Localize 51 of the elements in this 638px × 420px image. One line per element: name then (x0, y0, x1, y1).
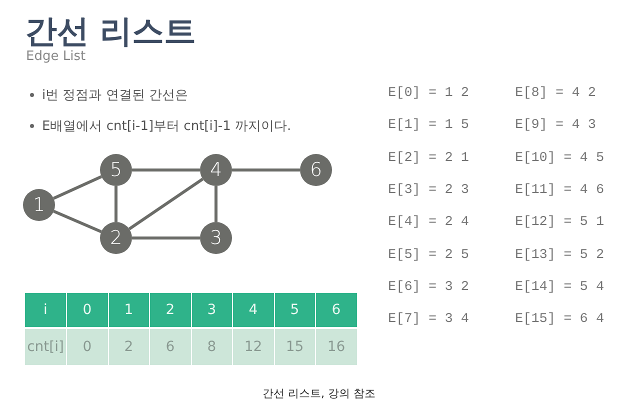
edge-entry: E[3] = 2 3 (388, 182, 470, 198)
table-header-cell: 0 (67, 293, 108, 328)
edge-entry: E[11] = 4 6 (515, 182, 604, 198)
edge-entry: E[2] = 2 1 (388, 150, 470, 166)
edge-entry: E[9] = 4 3 (515, 118, 596, 134)
graph-edge (132, 236, 200, 240)
table-header-cell: 4 (233, 293, 274, 328)
table-cell: 12 (233, 329, 274, 365)
caption: 간선 리스트, 강의 참조 (262, 386, 376, 401)
vertex-circle: 4 (200, 154, 232, 186)
graph-edge (132, 168, 200, 172)
table-header-cell: i (25, 293, 67, 328)
graph-edge (52, 175, 102, 200)
table-cell: 6 (150, 329, 192, 365)
edge-entry: E[1] = 1 5 (388, 118, 470, 134)
table-cell: 8 (192, 329, 233, 365)
table-header-cell: 5 (274, 293, 316, 328)
vertex-circle: 6 (300, 154, 332, 186)
table-header-cell: 2 (150, 293, 192, 328)
edge-entry: E[5] = 2 5 (388, 248, 470, 262)
table-cell: 2 (108, 329, 150, 365)
graph-edge (53, 210, 102, 234)
edge-entry: E[13] = 5 2 (515, 248, 604, 262)
edge-entry: E[14] = 5 4 (515, 280, 604, 295)
table-cell: 0 (67, 329, 108, 365)
edge-entry: E[15] = 6 4 (515, 312, 604, 328)
table-cell: cnt[i] (25, 329, 67, 365)
bullet-text: i번 정점과 연결된 간선은 (42, 87, 188, 104)
table-header-cell: 3 (192, 293, 233, 328)
edge-entry: E[10] = 4 5 (515, 150, 604, 166)
edge-entry: E[6] = 3 2 (388, 280, 470, 295)
graph-edge (214, 186, 218, 222)
edge-entry: E[8] = 4 2 (515, 86, 596, 101)
table-cell: 16 (316, 329, 358, 365)
table-cell: 15 (274, 329, 316, 365)
vertex-circle: 3 (200, 222, 232, 254)
bullet-text: E배열에서 cnt[i-1]부터 cnt[i]-1 까지이다. (42, 118, 292, 135)
edge-entry: E[0] = 1 2 (388, 86, 470, 101)
title: 간선 리스트 (25, 11, 196, 50)
vertex-circle: 1 (23, 189, 55, 221)
subtitle: Edge List (26, 49, 86, 64)
graph-edge (114, 186, 118, 222)
edge-entry: E[4] = 2 4 (388, 215, 470, 230)
table-header-cell: 1 (108, 293, 150, 328)
vertex-circle: 5 (100, 154, 132, 186)
vertex-circle: 2 (100, 222, 132, 254)
edge-entry: E[12] = 5 1 (515, 215, 604, 230)
edge-entry: E[7] = 3 4 (388, 312, 470, 328)
graph-edge (128, 178, 204, 230)
table-header-cell: 6 (316, 293, 358, 328)
graph-edge (232, 168, 300, 172)
